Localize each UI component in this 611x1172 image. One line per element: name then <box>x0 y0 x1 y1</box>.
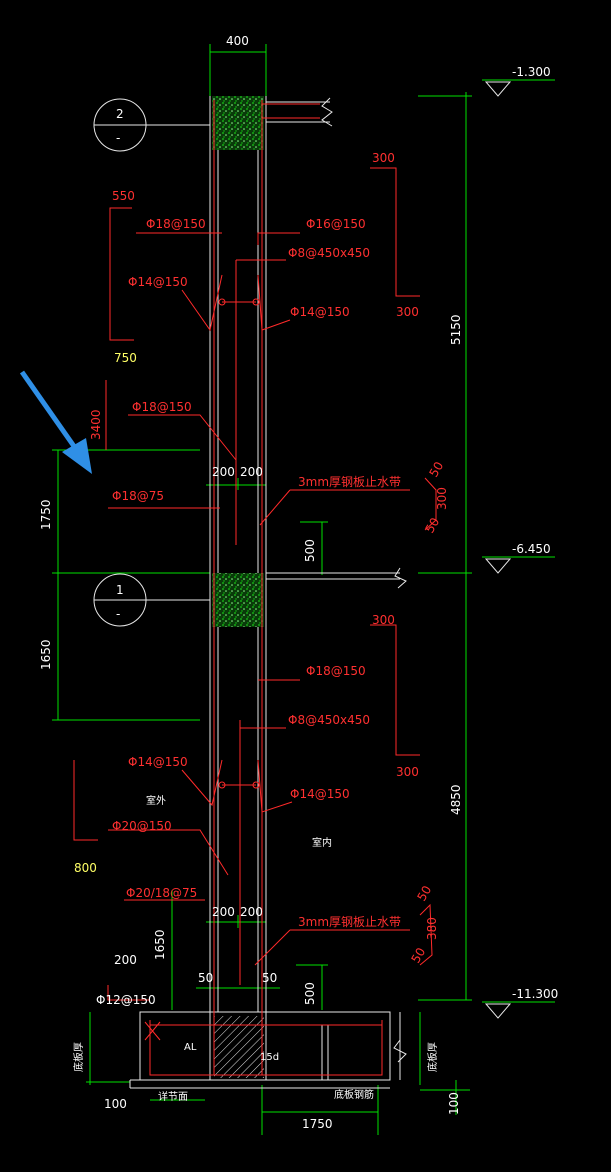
rebar-u-phi18-150: Φ18@150 <box>146 217 206 231</box>
pointer-arrow-icon <box>19 370 92 474</box>
dim-base-left: 100 <box>104 1097 127 1111</box>
note-text: 3mm厚钢板止水带 3mm厚钢板止水带 室外 室内 AL 15d 底板厚 底板厚… <box>72 475 439 1103</box>
rebar-l-phi20-18-75: Φ20/18@75 <box>126 886 197 900</box>
note-cushion: 详节面 <box>158 1090 188 1103</box>
rebar-l-phi14-left: Φ14@150 <box>128 755 188 769</box>
rebar-l-phi20-150: Φ20@150 <box>112 819 172 833</box>
rebar-lines <box>73 100 437 1076</box>
rdim-50c: 50 <box>414 883 434 903</box>
rdim-300-mid-b: 300 <box>396 765 419 779</box>
rdim-50b: 50 <box>422 515 442 535</box>
red-dimension-text: 550 300 300 3400 300 300 300 50 50 380 5… <box>89 151 449 967</box>
slab-section-middle <box>212 573 264 627</box>
dim-200-upper-right: 200 <box>240 465 263 479</box>
rdim-200: 200 <box>114 953 137 967</box>
rebar-u-phi8: Φ8@450x450 <box>288 246 370 260</box>
marker-lower-sub: - <box>116 607 120 621</box>
marker-upper-sub: - <box>116 131 120 145</box>
rebar-u-phi18-150b: Φ18@150 <box>132 400 192 414</box>
dimension-text: 400 5150 4850 1750 1650 1650 1750 100 10… <box>39 34 463 1131</box>
rdim-300-mid: 300 <box>372 613 395 627</box>
ydim-800: 800 <box>74 861 97 875</box>
rdim-300-sw: 300 <box>435 487 449 510</box>
note-waterstop-lower: 3mm厚钢板止水带 <box>298 915 401 929</box>
dim-lower-small: 1650 <box>153 929 167 960</box>
dim-200-lower-right: 200 <box>240 905 263 919</box>
base-hatch <box>214 1016 264 1078</box>
section-marker-text: 2 - 1 - <box>116 107 124 621</box>
rebar-u-phi14-left: Φ14@150 <box>128 275 188 289</box>
dim-50-right: 50 <box>262 971 277 985</box>
elev-top: -1.300 <box>512 65 551 79</box>
elevation-marker-mid <box>484 558 512 574</box>
note-base-left: 底板厚 <box>72 1042 85 1072</box>
dim-left-lower: 1650 <box>39 639 53 670</box>
dim-200-upper-left: 200 <box>212 465 235 479</box>
elevation-text: -1.300 -6.450 -11.300 <box>512 65 558 1001</box>
note-slab-rebar: 底板钢筋 <box>334 1088 374 1101</box>
dim-base-width: 1750 <box>302 1117 333 1131</box>
elevation-marker-bottom <box>484 1003 512 1019</box>
rdim-300-top: 300 <box>372 151 395 165</box>
marker-lower-num: 1 <box>116 583 124 597</box>
dim-500-upper: 500 <box>303 539 317 562</box>
note-outside: 室外 <box>146 794 166 807</box>
dim-top-right: 5150 <box>449 314 463 345</box>
note-lap: 15d <box>260 1052 279 1063</box>
note-base-right: 底板厚 <box>426 1042 439 1072</box>
rebar-u-phi18-75: Φ18@75 <box>112 489 164 503</box>
dim-left-upper: 1750 <box>39 499 53 530</box>
elev-bottom: -11.300 <box>512 987 558 1001</box>
dim-200-lower-left: 200 <box>212 905 235 919</box>
dim-500-lower: 500 <box>303 982 317 1005</box>
rdim-300-top-b: 300 <box>396 305 419 319</box>
ydim-750: 750 <box>114 351 137 365</box>
rebar-text: Φ18@150 Φ16@150 Φ8@450x450 Φ14@150 Φ14@1… <box>96 217 370 1007</box>
rdim-3400: 3400 <box>89 409 103 440</box>
rebar-u-phi14-right: Φ14@150 <box>290 305 350 319</box>
rebar-phi12-150: Φ12@150 <box>96 993 156 1007</box>
note-waterstop-upper: 3mm厚钢板止水带 <box>298 475 401 489</box>
rdim-50d: 50 <box>408 945 428 965</box>
dim-50-left: 50 <box>198 971 213 985</box>
note-inside: 室内 <box>312 836 332 849</box>
rdim-550: 550 <box>112 189 135 203</box>
yellow-dimension-text: 750 800 <box>74 351 137 875</box>
note-al: AL <box>184 1042 197 1053</box>
rebar-l-phi8: Φ8@450x450 <box>288 713 370 727</box>
slab-section-upper <box>212 96 264 150</box>
elevation-marker-top <box>484 81 512 97</box>
dim-wall-width: 400 <box>226 34 249 48</box>
elev-mid: -6.450 <box>512 542 551 556</box>
rebar-u-phi16-150: Φ16@150 <box>306 217 366 231</box>
marker-upper-num: 2 <box>116 107 124 121</box>
rebar-l-phi18-150: Φ18@150 <box>306 664 366 678</box>
dim-base-thk: 100 <box>447 1092 461 1115</box>
rdim-380: 380 <box>425 917 439 940</box>
dim-bottom-right: 4850 <box>449 784 463 815</box>
wall-outline <box>129 96 407 1089</box>
rebar-l-phi14-right: Φ14@150 <box>290 787 350 801</box>
rdim-50a: 50 <box>426 459 446 479</box>
